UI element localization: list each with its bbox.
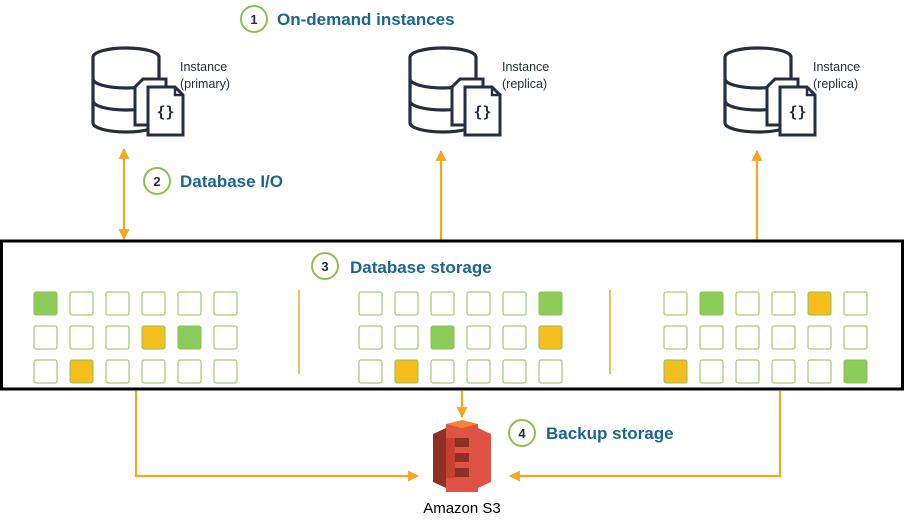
storage-cell-empty xyxy=(394,325,419,350)
storage-cell-empty xyxy=(141,291,166,316)
instance-replica-2: Instance (replica) xyxy=(723,46,860,137)
storage-cell-empty xyxy=(430,359,455,384)
storage-cell-empty xyxy=(466,291,491,316)
storage-cell-empty xyxy=(105,325,130,350)
storage-cell-empty xyxy=(177,359,202,384)
storage-cell-empty xyxy=(807,359,832,384)
storage-cell-empty xyxy=(502,359,527,384)
database-icon xyxy=(91,46,185,137)
storage-cell-empty xyxy=(771,325,796,350)
storage-cell-green xyxy=(699,291,724,316)
storage-cell-empty xyxy=(358,359,383,384)
storage-cell-empty xyxy=(807,325,832,350)
storage-cell-green xyxy=(177,325,202,350)
storage-cell-empty xyxy=(699,325,724,350)
storage-cell-empty xyxy=(213,359,238,384)
step-1-label: On-demand instances xyxy=(277,10,455,29)
step-4-label: Backup storage xyxy=(546,424,674,443)
storage-cell-yellow xyxy=(807,291,832,316)
storage-cell-empty xyxy=(177,291,202,316)
storage-cell-green xyxy=(843,359,868,384)
storage-cell-yellow xyxy=(141,325,166,350)
instance-replica-2-label-line1: Instance xyxy=(813,60,860,74)
storage-cell-empty xyxy=(358,325,383,350)
storage-cell-empty xyxy=(538,359,563,384)
storage-cell-empty xyxy=(466,325,491,350)
storage-cell-empty xyxy=(394,291,419,316)
step-3-label: Database storage xyxy=(350,258,492,277)
backup-arrow-right xyxy=(508,391,782,482)
storage-cell-yellow xyxy=(663,359,688,384)
backup-arrow-left xyxy=(134,391,420,482)
instance-primary: Instance (primary) xyxy=(91,46,230,137)
storage-cell-empty xyxy=(771,359,796,384)
storage-cell-empty xyxy=(771,291,796,316)
storage-cell-yellow xyxy=(538,325,563,350)
storage-cell-empty xyxy=(843,325,868,350)
instance-primary-label-line1: Instance xyxy=(180,60,227,74)
step-3-number: 3 xyxy=(321,259,328,274)
storage-cell-empty xyxy=(213,291,238,316)
instance-primary-label-line2: (primary) xyxy=(180,77,230,91)
storage-cells xyxy=(33,291,868,384)
amazon-s3-icon xyxy=(433,420,491,492)
database-icon xyxy=(723,46,817,137)
step-1-number: 1 xyxy=(250,12,257,27)
storage-cell-empty xyxy=(430,291,455,316)
storage-cell-empty xyxy=(69,325,94,350)
storage-cell-empty xyxy=(105,291,130,316)
storage-cell-empty xyxy=(735,325,760,350)
step-2-label: Database I/O xyxy=(180,172,283,191)
storage-cell-empty xyxy=(502,291,527,316)
storage-cell-yellow xyxy=(69,359,94,384)
storage-cell-empty xyxy=(141,359,166,384)
step-4-number: 4 xyxy=(518,426,526,441)
storage-cell-empty xyxy=(735,359,760,384)
storage-cell-green xyxy=(538,291,563,316)
step-3-badge: 3 xyxy=(311,252,339,280)
storage-cell-empty xyxy=(502,325,527,350)
storage-cell-empty xyxy=(69,291,94,316)
instance-replica-2-label-line2: (replica) xyxy=(813,77,858,91)
storage-cell-yellow xyxy=(394,359,419,384)
instance-replica-1: Instance (replica) xyxy=(408,46,549,137)
storage-cell-empty xyxy=(33,325,58,350)
instance-replica-1-label-line2: (replica) xyxy=(502,77,547,91)
storage-cell-empty xyxy=(843,291,868,316)
storage-cell-empty xyxy=(699,359,724,384)
step-4-badge: 4 xyxy=(508,419,536,447)
storage-cell-empty xyxy=(33,359,58,384)
storage-cell-empty xyxy=(663,291,688,316)
step-1-badge: 1 xyxy=(240,5,268,33)
step-2-number: 2 xyxy=(153,174,160,189)
storage-cell-empty xyxy=(735,291,760,316)
storage-cell-empty xyxy=(663,325,688,350)
instance-replica-1-label-line1: Instance xyxy=(502,60,549,74)
storage-cell-empty xyxy=(466,359,491,384)
storage-cell-empty xyxy=(213,325,238,350)
storage-cell-empty xyxy=(105,359,130,384)
step-2-badge: 2 xyxy=(143,167,171,195)
amazon-s3-label: Amazon S3 xyxy=(423,500,501,517)
storage-cell-green xyxy=(430,325,455,350)
storage-cell-green xyxy=(33,291,58,316)
storage-cell-empty xyxy=(358,291,383,316)
database-icon xyxy=(408,46,502,137)
